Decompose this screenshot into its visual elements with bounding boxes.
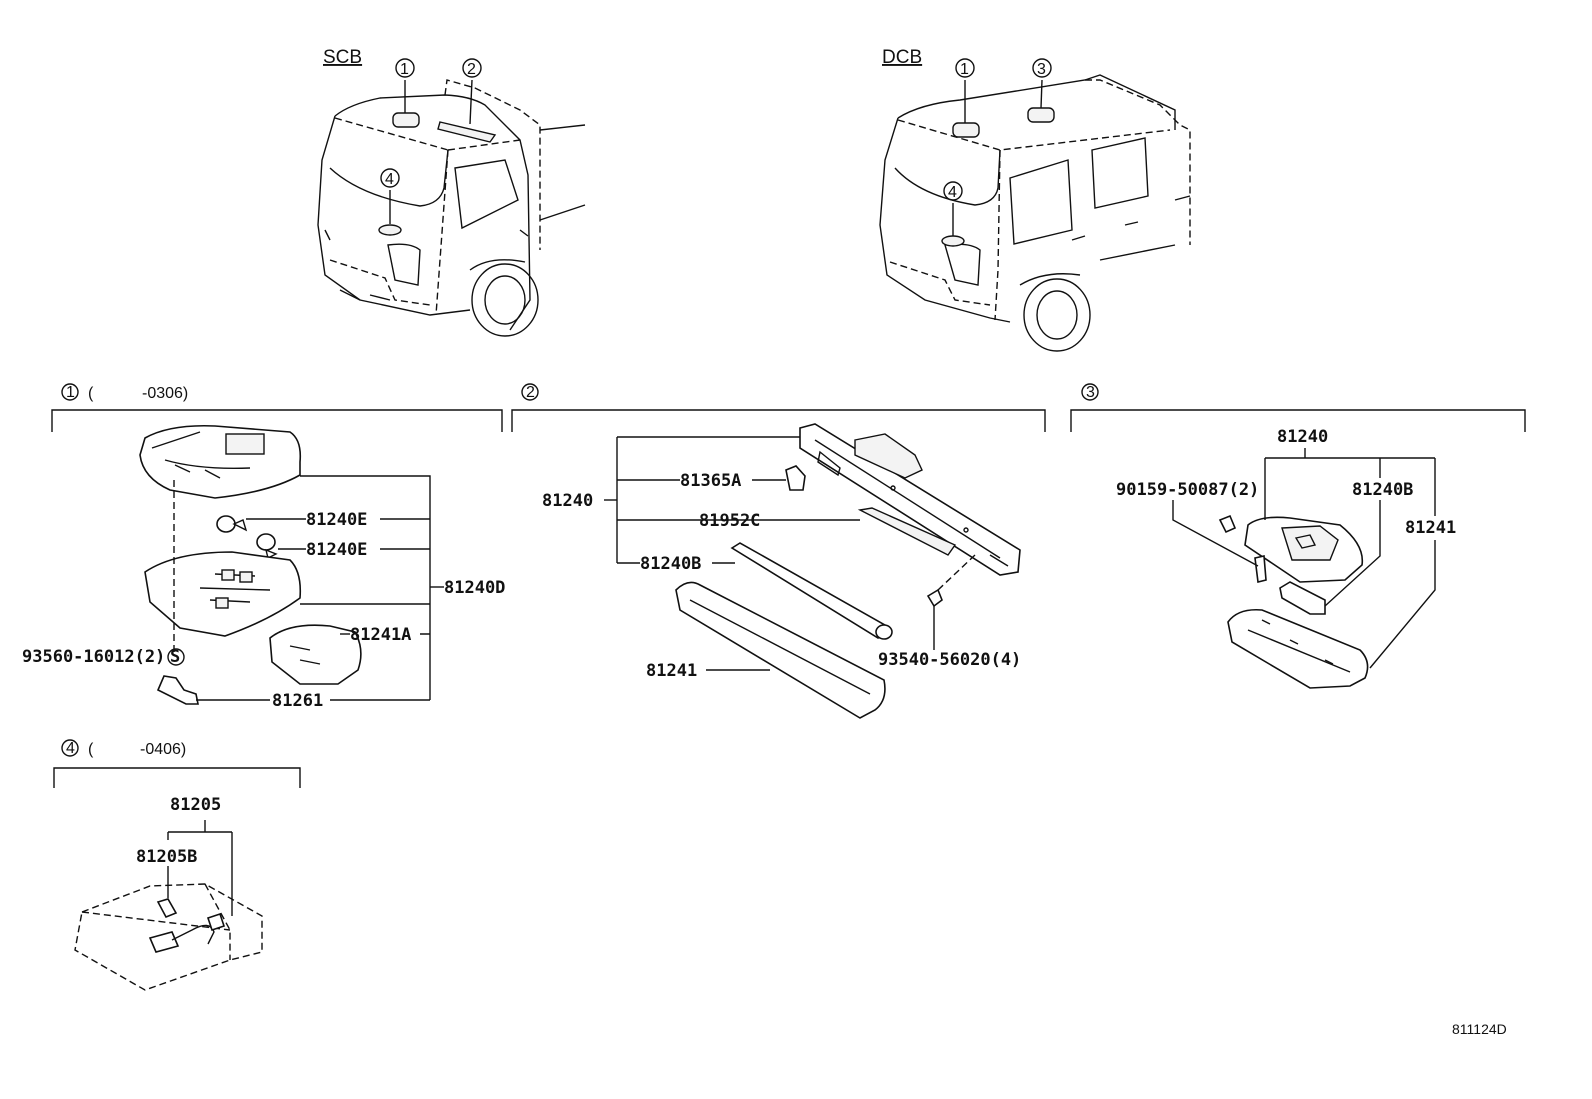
group-2-tube-label: 81240B [640,554,701,574]
group-1-bulb-b-label: 81240E [306,540,367,560]
group-4-assy-label: 81205 [170,795,221,815]
scb-callout-4: 4 [385,171,394,188]
group-4-marker: 4 [66,740,75,757]
group-1-marker: 1 [66,384,75,401]
dcb-callout-3: 3 [1037,61,1046,78]
group-1-assy-label: 81240D [444,578,505,598]
group-3-lens-label: 81241 [1405,518,1456,538]
group-1-lens-label: 81241A [350,625,411,645]
group-1-range: -0306) [142,385,188,402]
group-4: 4 ( -0406) 81205 81205B [53,739,301,991]
group-2-screw-label: 93540-56020(4) [878,650,1021,670]
scb-title: SCB [323,47,362,68]
group-3-screw-label: 90159-50087(2) [1116,480,1259,500]
scb-callout-1: 1 [400,61,409,78]
group-1-bulb-a-label: 81240E [306,510,367,530]
scb-truck: SCB 1 2 4 [317,47,586,337]
group-4-bulb-label: 81205B [136,847,197,867]
diagram-id: 811124D [1452,1021,1507,1037]
group-1: 1 ( -0306) S 81240E 81240E 81240D [22,383,505,711]
group-1-screw-label: 93560-16012(2) [22,647,165,667]
group-3-assy-label: 81240 [1277,427,1328,447]
dcb-title: DCB [882,47,922,68]
group-2-socket-label: 81365A [680,471,741,491]
group-1-open: ( [88,385,94,402]
group-4-range: -0406) [140,741,186,758]
group-3-marker: 3 [1086,384,1095,401]
group-2-reflector-label: 81952C [699,511,760,531]
group-3-bulb-label: 81240B [1352,480,1413,500]
group-1-screw-mark: S [170,647,180,667]
dcb-truck: DCB 1 3 4 [879,47,1191,352]
dcb-callout-1: 1 [960,61,969,78]
group-3: 3 81240 90159-50087(2) 81240B 81241 [1070,383,1526,689]
dcb-callout-4: 4 [948,184,957,201]
group-2-assy-label: 81240 [542,491,593,511]
group-4-open: ( [88,741,94,758]
scb-callout-2: 2 [467,61,476,78]
group-2-cover-label: 81241 [646,661,697,681]
group-2-marker: 2 [526,384,535,401]
group-2: 2 81240 81365A 81952C 81240B 81241 935 [511,383,1046,719]
group-1-clip-label: 81261 [272,691,323,711]
